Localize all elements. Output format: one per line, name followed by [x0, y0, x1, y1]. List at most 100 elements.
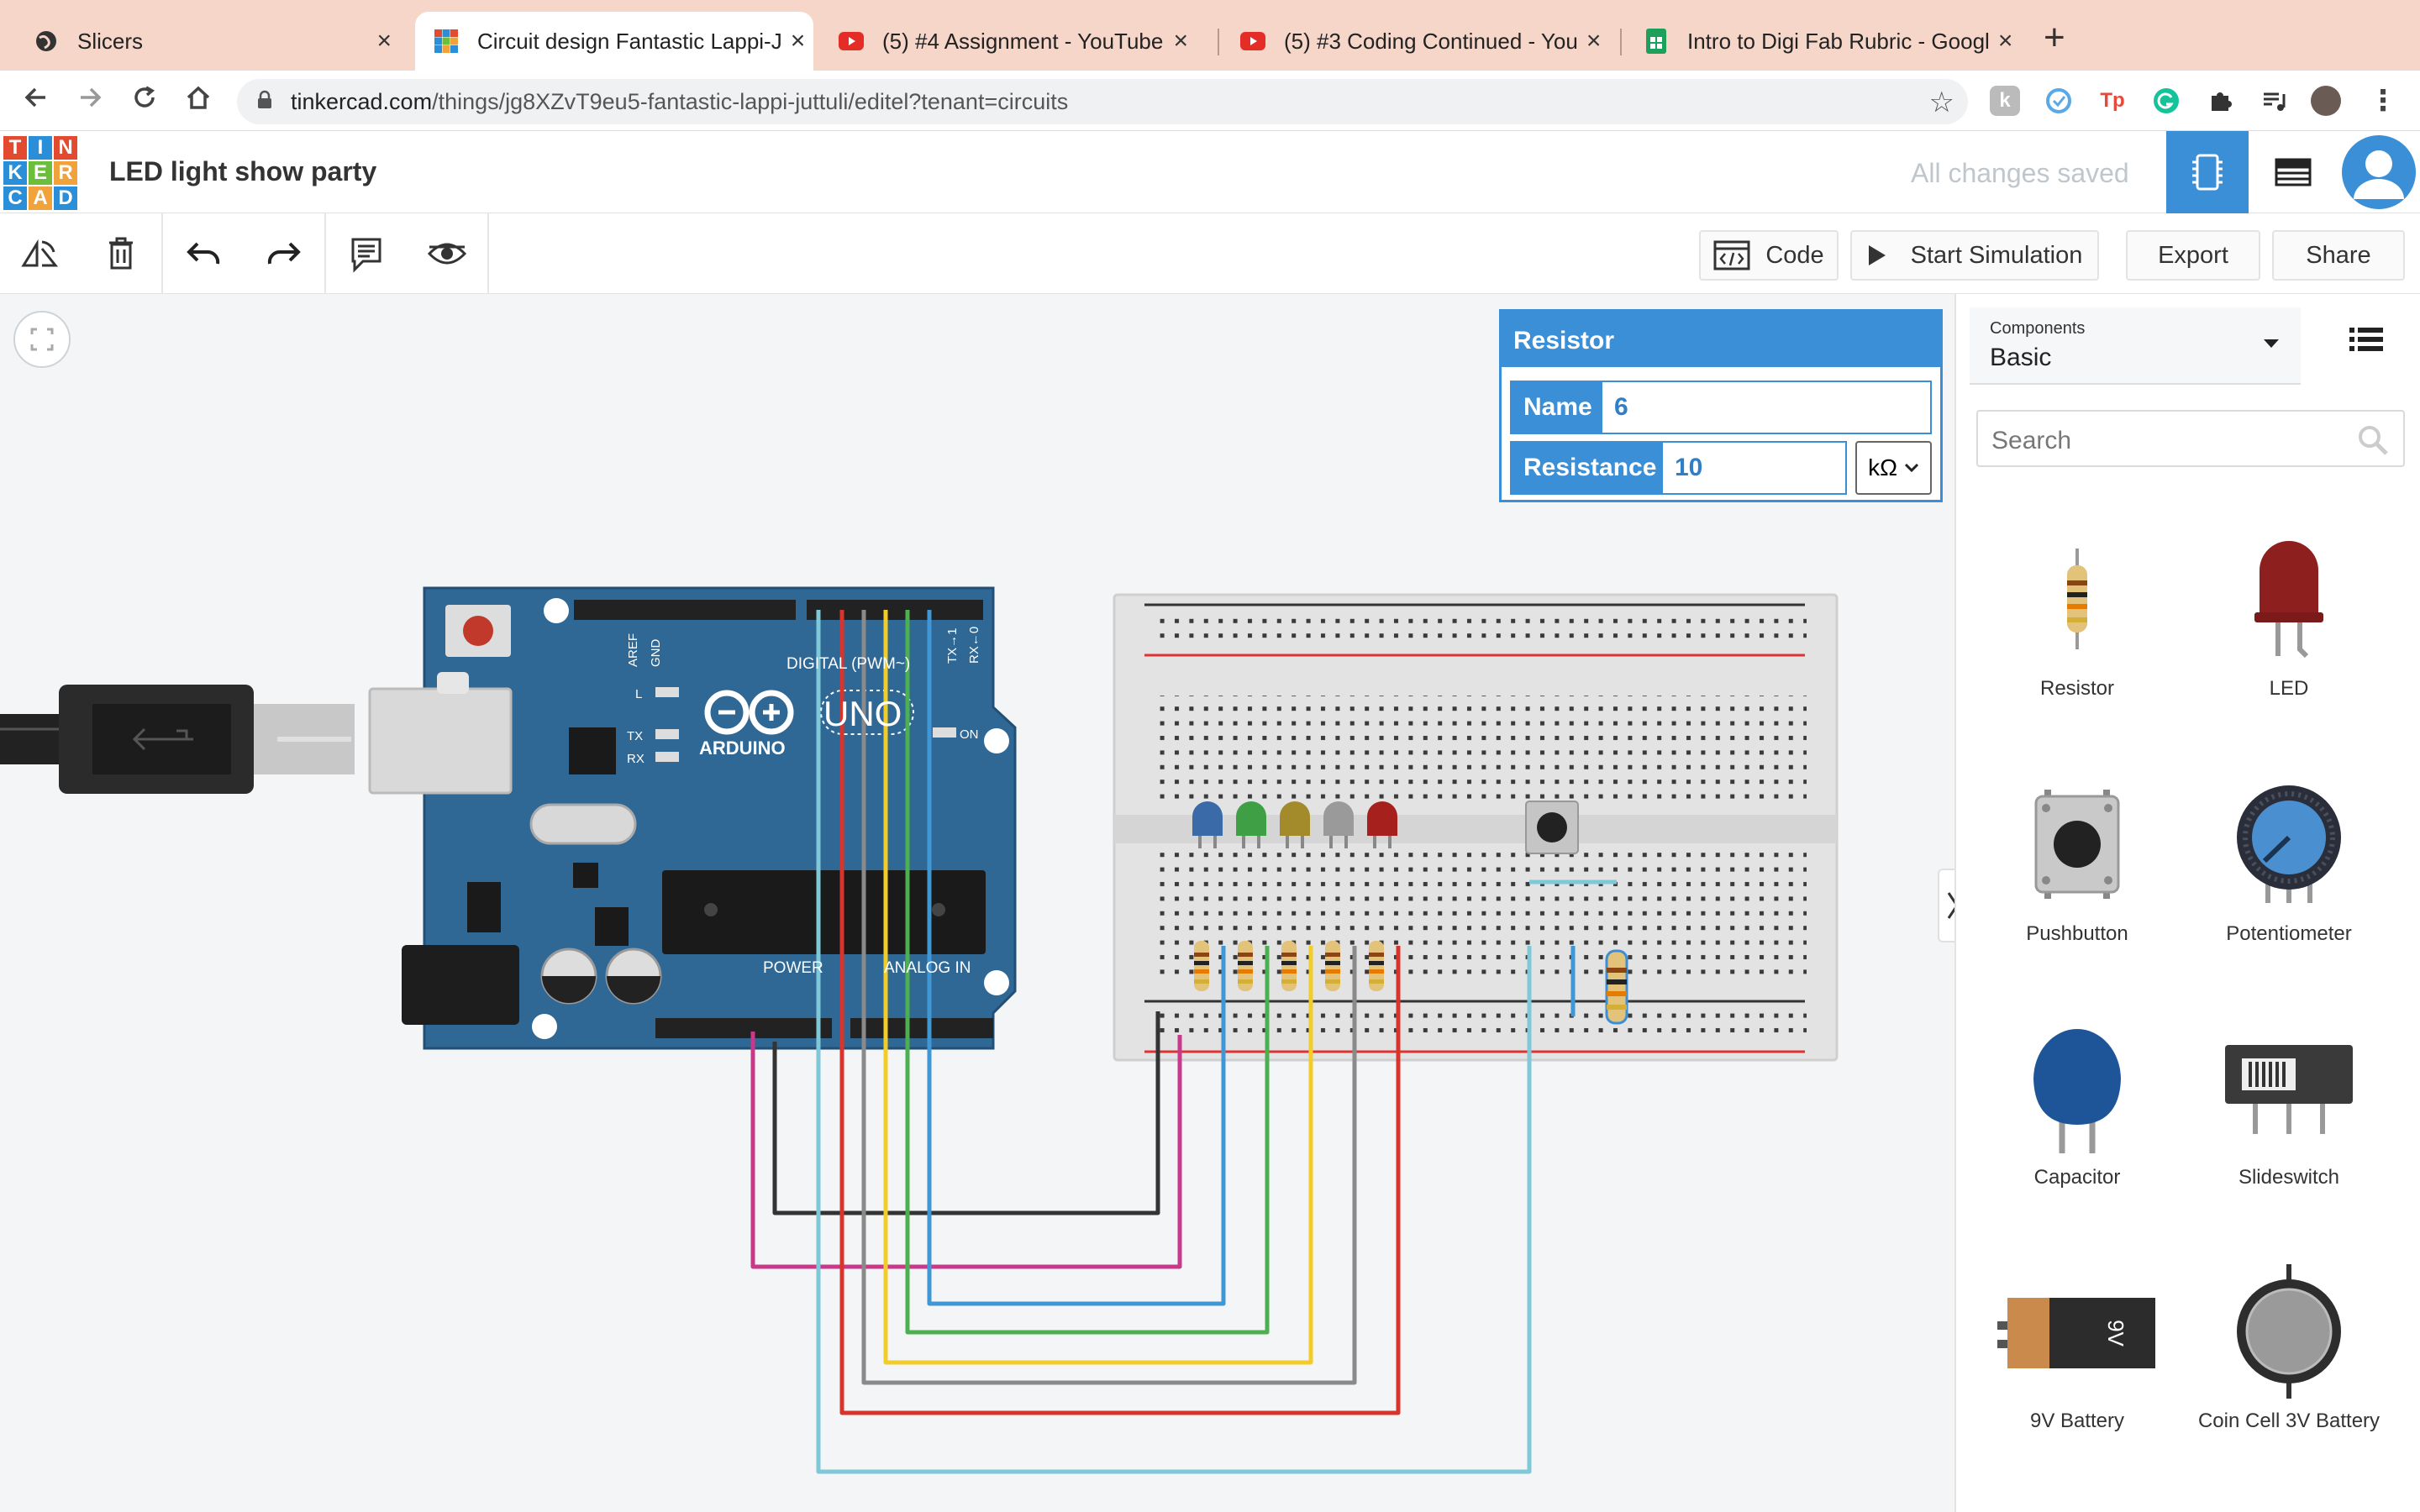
- project-title[interactable]: LED light show party: [109, 156, 377, 186]
- resistance-unit-select[interactable]: kΩ: [1855, 441, 1932, 495]
- l-label: L: [635, 687, 643, 701]
- redo-button[interactable]: [260, 230, 308, 277]
- list-view-button[interactable]: [2348, 324, 2391, 368]
- component-resistor[interactable]: Resistor: [1976, 528, 2178, 701]
- resistors[interactable]: [1194, 941, 1628, 1025]
- battery-9v-icon: 9V: [1997, 1298, 2155, 1368]
- led-icon: [2254, 541, 2323, 659]
- component-potentiometer[interactable]: Potentiometer: [2188, 773, 2390, 947]
- export-button[interactable]: Export: [2126, 230, 2260, 281]
- delete-button[interactable]: [97, 230, 145, 277]
- component-pushbutton[interactable]: Pushbutton: [1976, 773, 2178, 947]
- component-9v-battery[interactable]: 9V 9V Battery: [1976, 1260, 2178, 1434]
- reload-button[interactable]: [129, 82, 160, 120]
- board-brand: ARDUINO: [699, 738, 786, 759]
- wires: [750, 610, 1617, 1474]
- youtube-icon: [839, 29, 864, 54]
- new-tab-button[interactable]: +: [2044, 17, 2065, 58]
- app-header: T I N K E R C A D LED light show party A…: [0, 131, 2420, 213]
- youtube-icon: [1240, 29, 1265, 54]
- close-icon[interactable]: ×: [1586, 27, 1602, 55]
- component-capacitor[interactable]: Capacitor: [1976, 1016, 2178, 1190]
- led-yellow[interactable]: [1280, 801, 1310, 848]
- inspector-title: Resistor: [1502, 312, 1940, 367]
- tab-rubric-sheets[interactable]: Intro to Digi Fab Rubric - Googl ×: [1625, 12, 2020, 71]
- name-input[interactable]: 6: [1601, 381, 1932, 434]
- close-icon[interactable]: ×: [1997, 27, 2013, 55]
- component-search-input[interactable]: Search: [1976, 410, 2405, 467]
- toolbar-separator: [487, 213, 489, 294]
- svg-text:9V: 9V: [2103, 1320, 2128, 1347]
- undo-button[interactable]: [180, 230, 227, 277]
- rotate-icon: [21, 239, 59, 267]
- led-red[interactable]: [1367, 801, 1397, 848]
- extension-blue-icon[interactable]: [2044, 86, 2074, 116]
- globe-icon: [34, 29, 59, 54]
- components-dropdown[interactable]: Components Basic: [1970, 307, 2301, 385]
- close-icon[interactable]: ×: [1173, 27, 1188, 55]
- lock-icon: [258, 90, 271, 108]
- toolbar-separator: [161, 213, 163, 294]
- fit-view-icon: [30, 328, 54, 351]
- component-led[interactable]: LED: [2188, 528, 2390, 701]
- save-status: All changes saved: [1911, 158, 2129, 188]
- resistance-input[interactable]: 10: [1661, 441, 1848, 495]
- code-icon: [1713, 240, 1750, 270]
- tinkercad-logo[interactable]: T I N K E R C A D: [3, 136, 77, 210]
- table-icon: [2275, 158, 2312, 186]
- tx-label: TX: [627, 729, 644, 743]
- name-row: Name 6: [1510, 381, 1932, 434]
- extension-k-icon[interactable]: k: [1990, 86, 2020, 116]
- tab-coding-youtube[interactable]: (5) #3 Coding Continued - You ×: [1222, 12, 1608, 71]
- circuit-view-button[interactable]: [2166, 131, 2249, 213]
- user-avatar[interactable]: [2338, 131, 2420, 213]
- pushbutton-on-breadboard[interactable]: [1525, 801, 1579, 854]
- rotate-button[interactable]: [17, 230, 64, 277]
- arduino-uno-board[interactable]: AREF GND TX→1 RX←0: [368, 586, 1017, 1050]
- chevron-down-icon: [1905, 463, 1919, 473]
- search-icon: [2359, 426, 2388, 455]
- back-button[interactable]: [20, 82, 50, 120]
- zoom-to-fit-button[interactable]: [13, 311, 71, 368]
- component-coin-cell-battery[interactable]: Coin Cell 3V Battery: [2188, 1260, 2390, 1434]
- tab-circuit-design[interactable]: Circuit design Fantastic Lappi-J ×: [415, 12, 813, 71]
- component-slideswitch[interactable]: Slideswitch: [2188, 1016, 2390, 1190]
- rx-label: RX: [627, 752, 644, 766]
- share-button[interactable]: Share: [2272, 230, 2405, 281]
- tab-separator: [1620, 29, 1622, 55]
- puzzle-icon[interactable]: [2205, 86, 2235, 116]
- led-green[interactable]: [1236, 801, 1266, 848]
- user-icon: [2342, 135, 2416, 209]
- resistor-inspector: Resistor Name 6 Resistance 10 kΩ: [1499, 309, 1943, 502]
- start-simulation-button[interactable]: Start Simulation: [1850, 230, 2099, 281]
- kebab-menu-icon[interactable]: ⋮: [2369, 85, 2397, 117]
- close-icon[interactable]: ×: [376, 27, 392, 55]
- forward-button[interactable]: [76, 82, 106, 120]
- code-button[interactable]: Code: [1699, 230, 1839, 281]
- tinkercad-favicon-icon: [434, 29, 459, 54]
- resistance-row: Resistance 10 kΩ: [1510, 441, 1932, 495]
- tab-assignment-youtube[interactable]: (5) #4 Assignment - YouTube ×: [820, 12, 1207, 71]
- component-list-view-button[interactable]: [2252, 131, 2334, 213]
- visibility-button[interactable]: [424, 230, 471, 277]
- usb-cable[interactable]: [0, 685, 355, 794]
- svg-text:TX→1: TX→1: [945, 627, 960, 664]
- close-icon[interactable]: ×: [790, 27, 806, 55]
- home-button[interactable]: [183, 82, 213, 120]
- led-white[interactable]: [1323, 801, 1354, 848]
- on-label: ON: [960, 727, 979, 742]
- address-bar[interactable]: tinkercad.com/things/jg8XZvT9eu5-fantast…: [237, 79, 1968, 124]
- trash-icon: [109, 237, 133, 270]
- tab-slicers[interactable]: Slicers ×: [15, 12, 410, 71]
- grammarly-icon[interactable]: [2151, 86, 2181, 116]
- avatar[interactable]: [2311, 86, 2341, 116]
- toolbar-separator: [324, 213, 326, 294]
- analog-in-label: ANALOG IN: [884, 959, 971, 977]
- notes-button[interactable]: [343, 230, 390, 277]
- list-icon: [2349, 328, 2383, 351]
- bookmark-star-icon[interactable]: ☆: [1928, 87, 1954, 118]
- media-control-icon[interactable]: [2259, 86, 2289, 116]
- pushbutton-icon: [2034, 790, 2120, 899]
- led-blue[interactable]: [1192, 801, 1223, 848]
- extension-tp-icon[interactable]: Tp: [2100, 89, 2125, 112]
